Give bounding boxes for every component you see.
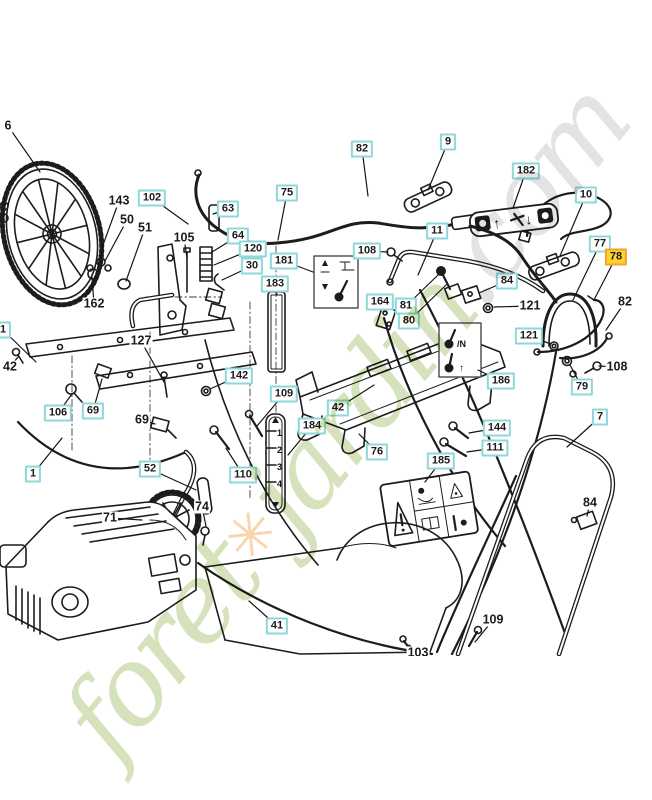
part-callout-11: 11: [426, 222, 448, 240]
part-callout-69: 69: [81, 402, 105, 420]
latch-lever-10: [528, 251, 580, 281]
latch-lever-9: [403, 181, 453, 213]
part-callout-184: 184: [297, 417, 327, 435]
gauge-tick-2: 2: [277, 445, 282, 455]
part-callout-7: 7: [591, 408, 609, 426]
part-callout-109: 109: [269, 385, 299, 403]
read-manual-icon: [421, 516, 440, 531]
part-callout-74: 74: [194, 499, 210, 514]
depth-gauge: 1 2 3 4: [244, 291, 286, 514]
part-callout-84: 84: [582, 495, 598, 510]
edge-part: [0, 213, 9, 223]
handle-loop: [399, 421, 616, 656]
height-plate-182: ↑ ↓: [468, 202, 560, 238]
part-callout-76: 76: [365, 443, 389, 461]
part-callout-164: 164: [365, 293, 395, 311]
part-callout-82: 82: [350, 140, 374, 158]
part-callout-143: 143: [107, 193, 131, 208]
part-callout-121: 121: [518, 298, 542, 313]
part-callout-10: 10: [574, 186, 598, 204]
part-callout-6: 6: [3, 118, 13, 133]
line-art-svg: ↑ ↓: [0, 125, 626, 656]
part-callout-42: 42: [326, 399, 350, 417]
rotating-tines-warning-icon: [450, 483, 464, 499]
gauge-tick-3: 3: [277, 462, 282, 472]
part-callout-78-highlighted: 78: [604, 248, 628, 266]
arrow-down-glyph: ↓: [524, 211, 533, 228]
part-callout-186: 186: [486, 372, 516, 390]
frame-rails: [11, 317, 257, 439]
neutral-label: /N: [457, 339, 466, 349]
up-arrow-label: ↑: [459, 363, 464, 374]
part-callout-182: 182: [511, 162, 541, 180]
part-callout-106: 106: [43, 404, 73, 422]
inset-lever-diagram: /N ↑: [438, 322, 482, 378]
part-callout-142: 142: [224, 367, 254, 385]
leader-line-6: [7, 125, 41, 173]
part-callout-30: 30: [240, 257, 264, 275]
gauge-tick-4: 4: [277, 479, 282, 489]
part-callout-181: 181: [269, 252, 299, 270]
exploded-view-art: ↑ ↓: [0, 118, 633, 656]
part-callout-52: 52: [138, 460, 162, 478]
part-callout-108: 108: [605, 359, 629, 374]
part-callout-185: 185: [426, 452, 456, 470]
part-callout-63: 63: [216, 200, 240, 218]
part-callout-105: 105: [172, 230, 196, 245]
lower-handlebar: [375, 224, 558, 331]
warning-sticker: [379, 470, 479, 547]
part-callout-50: 50: [119, 212, 135, 227]
part-callout-79: 79: [570, 378, 594, 396]
part-callout-120: 120: [238, 240, 268, 258]
part-callout-9: 9: [439, 133, 457, 151]
part-callout-75: 75: [275, 184, 299, 202]
engine: [0, 501, 197, 641]
axis-lines: [71, 245, 277, 499]
inset-throttle-diagram: [313, 255, 359, 309]
part-callout-77: 77: [588, 235, 612, 253]
part-callout-183: 183: [260, 275, 290, 293]
part-callout-51: 51: [137, 220, 153, 235]
gauge-tick-1: 1: [277, 428, 282, 438]
part-callout-127: 127: [129, 333, 153, 348]
leader-line-50: [104, 219, 128, 262]
part-callout-102: 102: [137, 189, 167, 207]
part-callout-162: 162: [82, 296, 106, 311]
part-callout-103: 103: [406, 646, 430, 656]
part-callout-64: 64: [226, 227, 250, 245]
leader-line-77: [572, 243, 601, 301]
part-callout-1: 1: [24, 465, 42, 483]
part-callout-41: 41: [265, 617, 289, 635]
part-callout-80: 80: [397, 312, 421, 330]
part-callout-121: 121: [514, 327, 544, 345]
part-callout-82: 82: [617, 294, 633, 309]
part-callout-69: 69: [134, 412, 150, 427]
hub-hardware: [86, 243, 227, 336]
part-callout-42: 42: [2, 359, 18, 374]
part-callout-111: 111: [481, 439, 509, 457]
part-callout-1: 1: [0, 321, 12, 339]
belt-and-rods: [533, 292, 613, 378]
leader-line-10: [559, 194, 587, 257]
throttle-cable-assembly: [183, 169, 480, 293]
part-callout-110: 110: [229, 466, 257, 484]
part-callout-71: 71: [102, 510, 118, 525]
leader-line-51: [125, 227, 146, 282]
leader-line-127: [140, 340, 165, 383]
thrown-objects-warning-icon: [417, 487, 436, 505]
arrow-up-glyph: ↑: [492, 215, 501, 232]
front-wheel: [0, 160, 105, 308]
keep-hands-feet-away-icon: [452, 514, 467, 532]
edge-part: [0, 201, 9, 211]
part-callout-144: 144: [482, 419, 512, 437]
part-callout-108: 108: [352, 242, 382, 260]
mower-deck: [204, 521, 463, 655]
part-callout-84: 84: [495, 272, 519, 290]
part-callout-109: 109: [481, 612, 505, 627]
leader-line-143: [98, 200, 120, 257]
